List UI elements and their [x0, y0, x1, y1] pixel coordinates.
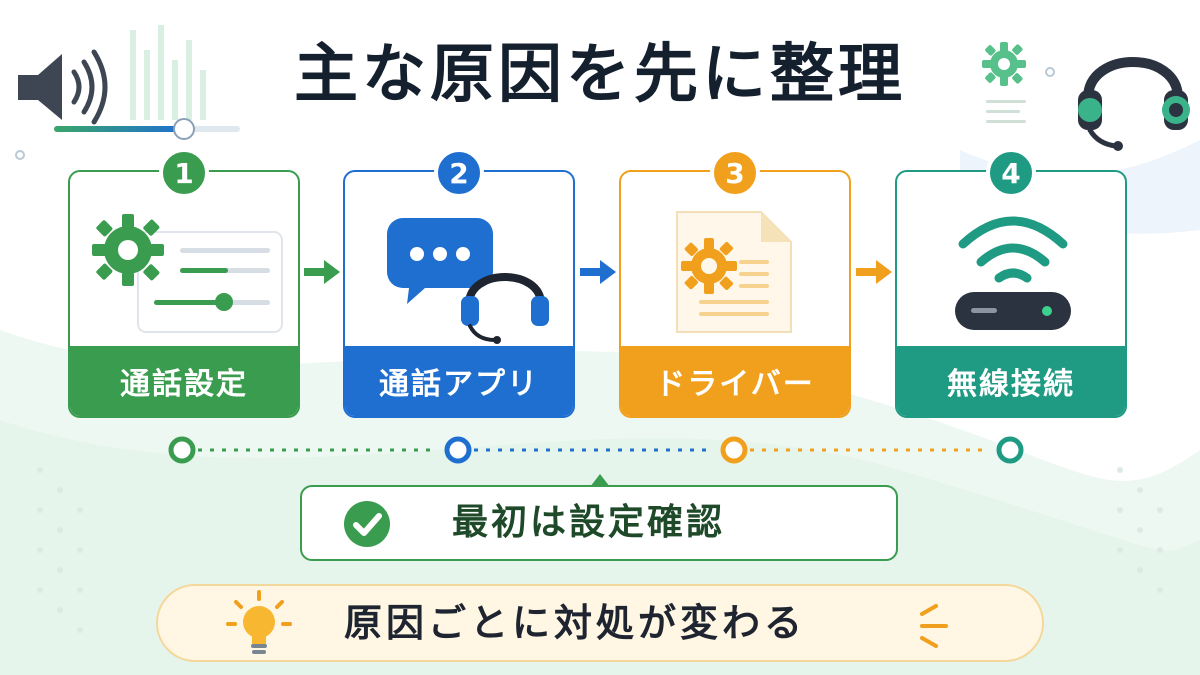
progress-timeline [168, 436, 1024, 487]
headset-icon [1078, 57, 1190, 151]
driver-document-icon [676, 211, 792, 333]
step-label-2: 通話アプリ [345, 346, 573, 416]
arrow-right-icon [304, 260, 340, 284]
step-badge-1: 1 [159, 148, 209, 198]
check-circle-icon [344, 501, 390, 547]
chat-headset-icon [387, 218, 549, 344]
step-label-1: 通話設定 [70, 346, 298, 416]
arrow-right-icon [580, 260, 616, 284]
tip-banner: 原因ごとに対処が変わる [156, 584, 1044, 662]
step-card-3: ドライバー [619, 170, 851, 418]
wifi-router-icon [955, 216, 1071, 330]
gear-decoration-icon [982, 42, 1055, 123]
first-check-callout: 最初は設定確認 [300, 485, 898, 561]
lightbulb-icon [226, 590, 292, 654]
step-card-4: 無線接続 [895, 170, 1127, 418]
spark-decoration-icon [920, 604, 948, 648]
arrow-right-icon [856, 260, 892, 284]
step-badge-3: 3 [710, 148, 760, 198]
step-card-2: 通話アプリ [343, 170, 575, 418]
page-title: 主な原因を先に整理 [294, 38, 906, 112]
step-badge-2: 2 [434, 148, 484, 198]
tip-text: 原因ごとに対処が変わる [344, 601, 807, 645]
first-check-text: 最初は設定確認 [452, 502, 726, 543]
speaker-volume-icon [15, 25, 240, 160]
step-card-1: 通話設定 [68, 170, 300, 418]
settings-panel-icon [92, 214, 283, 333]
step-label-3: ドライバー [621, 346, 849, 416]
step-badge-4: 4 [986, 148, 1036, 198]
step-label-4: 無線接続 [897, 346, 1125, 416]
